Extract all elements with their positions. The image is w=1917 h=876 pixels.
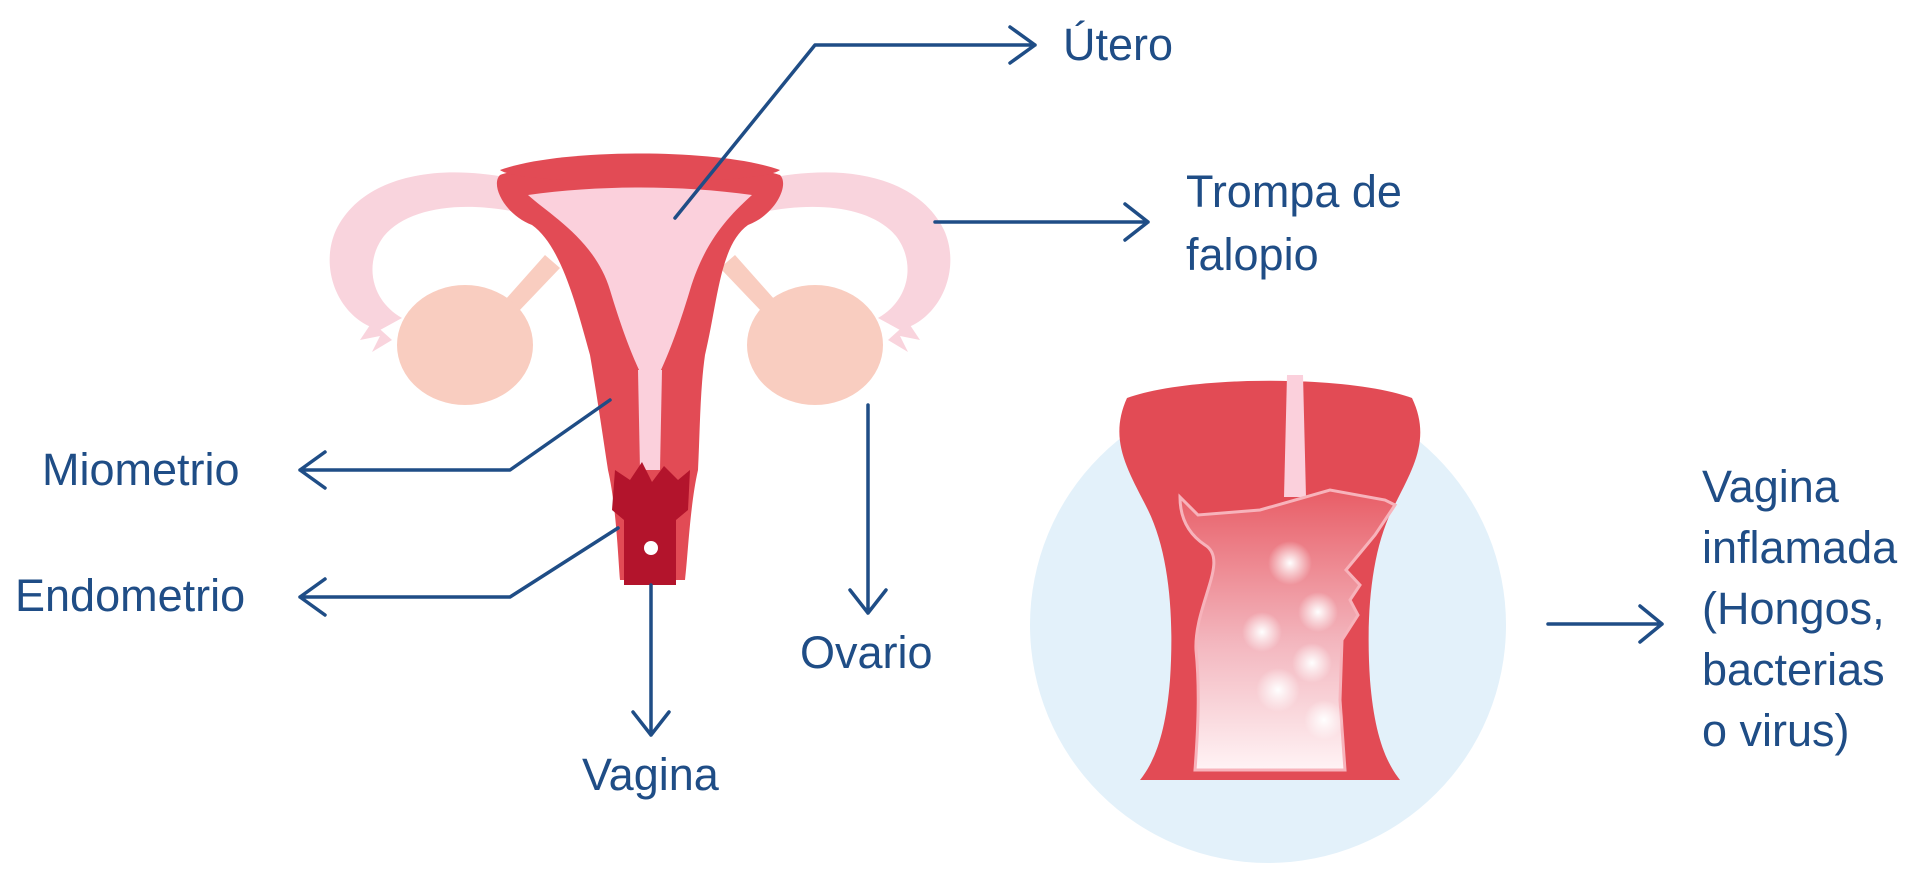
ovary-right xyxy=(747,285,883,405)
labels: Útero Trompa de falopio Miometrio Endome… xyxy=(15,19,1898,800)
arrow-vagina-inflamada xyxy=(1548,606,1662,642)
vaginal-canal-top xyxy=(1284,375,1306,497)
label-miometrio: Miometrio xyxy=(42,444,240,495)
label-inflamada-line5: o virus) xyxy=(1702,705,1850,756)
infection-spot xyxy=(1292,643,1332,683)
label-vagina: Vagina xyxy=(582,749,720,800)
inflamed-vagina-illustration xyxy=(1030,375,1506,863)
fimbriae-left xyxy=(360,322,392,352)
infection-spot xyxy=(1242,612,1282,652)
infection-spot xyxy=(1298,592,1338,632)
arrow-trompa xyxy=(935,204,1148,240)
arrow-endometrio xyxy=(300,528,618,615)
infection-spot xyxy=(1268,541,1312,585)
label-endometrio: Endometrio xyxy=(15,570,245,621)
label-trompa-line1: Trompa de xyxy=(1186,166,1402,217)
cervical-os xyxy=(644,541,658,555)
arrow-vagina xyxy=(633,585,669,735)
label-trompa-line2: falopio xyxy=(1186,229,1319,280)
ovary-left xyxy=(397,285,533,405)
label-utero: Útero xyxy=(1063,19,1173,70)
uterus-illustration xyxy=(330,154,951,586)
fimbriae-right xyxy=(888,322,920,352)
infection-spot xyxy=(1256,668,1300,712)
cervical-canal xyxy=(638,370,662,470)
label-ovario: Ovario xyxy=(800,627,933,678)
uterus-fundus xyxy=(500,154,780,183)
label-inflamada-line3: (Hongos, xyxy=(1702,583,1885,634)
arrow-miometrio xyxy=(300,400,610,488)
label-inflamada-line1: Vagina xyxy=(1702,461,1840,512)
infection-spot xyxy=(1304,700,1344,740)
label-inflamada-line2: inflamada xyxy=(1702,522,1898,573)
label-inflamada-line4: bacterias xyxy=(1702,644,1885,695)
arrow-ovario xyxy=(850,405,886,613)
